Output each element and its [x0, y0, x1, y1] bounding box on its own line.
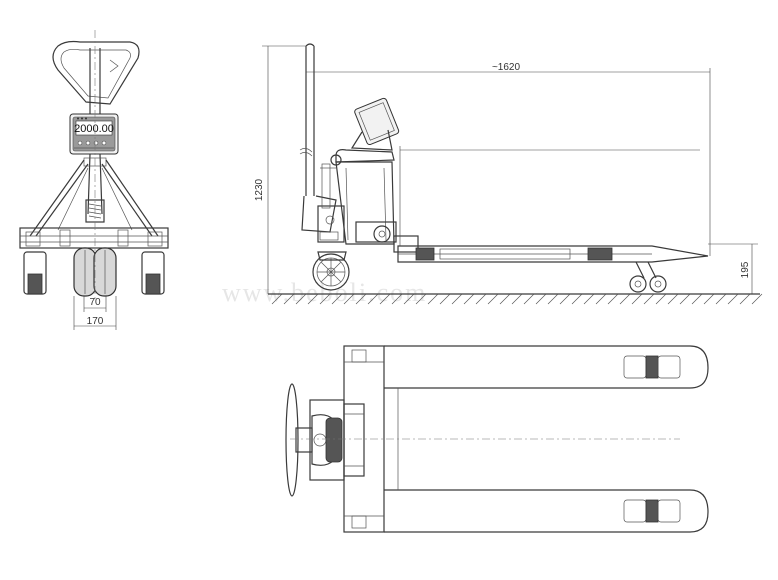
watermark: www.beboli.com: [222, 278, 427, 307]
top-view: [285, 345, 709, 533]
dim-outer-width: 170: [87, 316, 104, 327]
dim-fork-height: 195: [740, 261, 751, 278]
front-view: 2000.00: [19, 30, 169, 330]
dim-inner-width: 70: [89, 297, 101, 308]
scale-display-screen: [75, 120, 113, 136]
ground-hatching: [271, 293, 763, 305]
side-view: ~1620 1230 195: [254, 43, 763, 305]
dim-length: ~1620: [492, 62, 521, 73]
scale-readout: 2000.00: [74, 123, 114, 135]
dim-height: 1230: [254, 178, 265, 201]
